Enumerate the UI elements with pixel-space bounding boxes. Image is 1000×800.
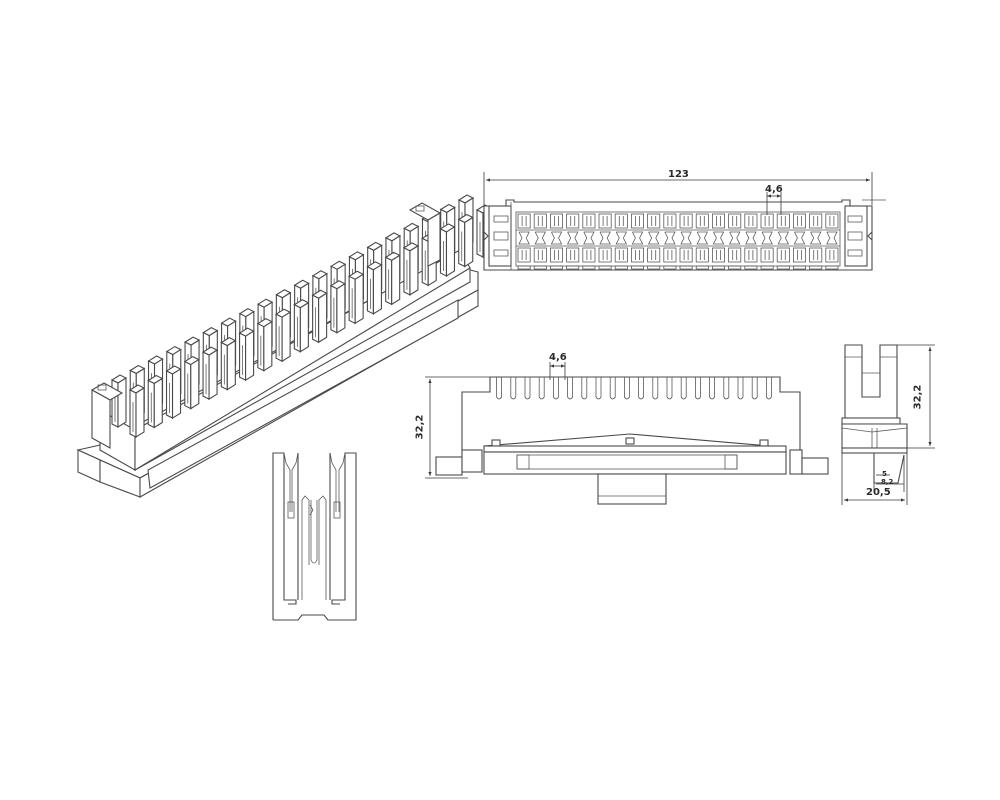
dim-top-length: 123 [668,169,689,180]
dimension-lines [425,172,935,505]
side-view [841,344,908,484]
contact-detail-view [272,452,357,621]
isometric-view [76,194,493,498]
dim-side-small-b: 8,2 [881,478,894,486]
dim-side-small-a: 5 [882,470,887,478]
front-view [435,376,829,505]
dim-side-width: 20,5 [866,487,891,498]
dim-top-pitch: 4,6 [765,184,783,195]
dim-front-pitch: 4,6 [549,352,567,363]
dim-front-height: 32,2 [414,414,426,440]
dim-side-height: 32,2 [912,384,924,410]
top-view [483,199,886,271]
